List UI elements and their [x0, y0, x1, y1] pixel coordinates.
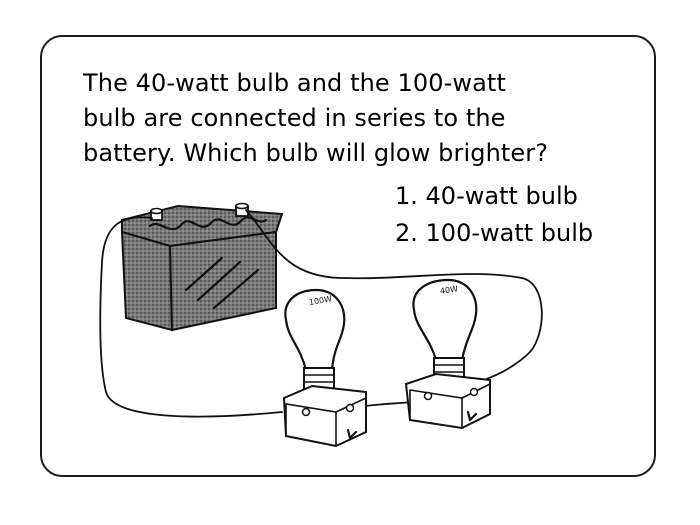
battery-terminal-left [150, 207, 163, 221]
bulb-label-40w: 40W [439, 284, 458, 295]
bulb-base-left [282, 384, 367, 448]
question-line-2: bulb are connected in series to the [83, 104, 506, 132]
question-card [40, 35, 656, 477]
question-line-1: The 40-watt bulb and the 100-watt [83, 69, 506, 97]
wire-battery-to-right-bulb [245, 209, 543, 381]
battery [120, 202, 284, 332]
question-line-3: battery. Which bulb will glow brighter? [83, 139, 549, 167]
question-text: The 40-watt bulb and the 100-watt bulb a… [83, 66, 643, 171]
bulb-base-right [404, 372, 491, 430]
bulb-40-watt: 40W [404, 278, 491, 430]
option-2[interactable]: 2. 100-watt bulb [395, 219, 594, 247]
bulb-label-100w: 100W [308, 294, 332, 307]
answer-options: 1. 40-watt bulb 2. 100-watt bulb [395, 178, 593, 252]
bulb-100-watt: 100W [282, 288, 367, 448]
option-1[interactable]: 1. 40-watt bulb [395, 182, 578, 210]
wire-battery-to-left-bulb [99, 216, 283, 418]
